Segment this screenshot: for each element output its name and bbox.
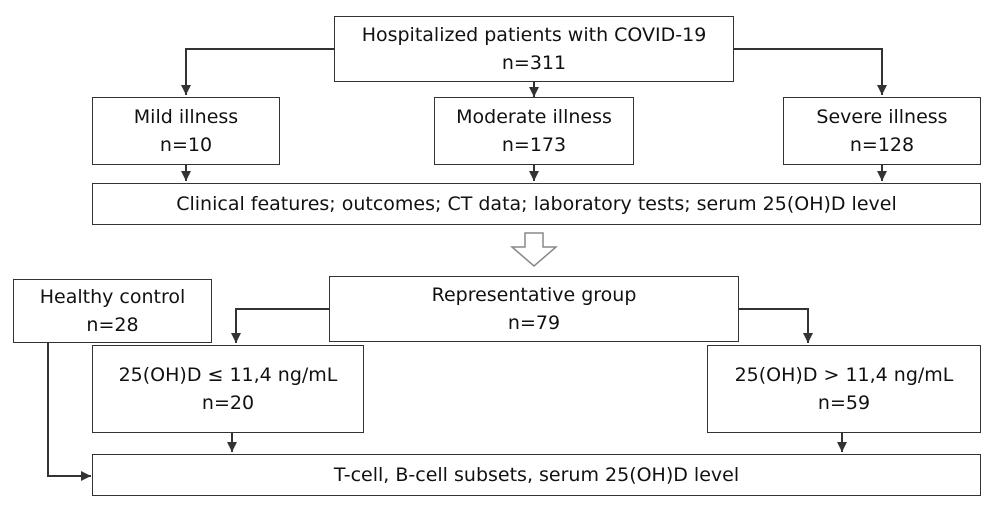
moderate-illness-label: Moderate illness xyxy=(456,106,612,128)
low-vitamin-d-label: 25(OH)D ≤ 11,4 ng/mL xyxy=(118,364,338,386)
clinical-features-label: Clinical features; outcomes; CT data; la… xyxy=(176,193,897,215)
arrow-hospitalized-to-mild xyxy=(181,48,334,95)
t-cell-b-cell-box: T-cell, B-cell subsets, serum 25(OH)D le… xyxy=(92,454,981,496)
t-cell-b-cell-label: T-cell, B-cell subsets, serum 25(OH)D le… xyxy=(333,464,740,486)
mild-illness-count: n=10 xyxy=(159,134,213,156)
arrow-representative-to-high-vitd xyxy=(739,308,813,343)
clinical-features-box: Clinical features; outcomes; CT data; la… xyxy=(92,183,981,225)
representative-group-label: Representative group xyxy=(431,284,637,306)
moderate-illness-count: n=173 xyxy=(501,134,567,156)
severe-illness-label: Severe illness xyxy=(816,106,948,128)
hospitalized-label: Hospitalized patients with COVID-19 xyxy=(361,24,707,46)
mild-illness-box: Mild illness n=10 xyxy=(92,97,280,165)
arrow-healthy-to-tcell xyxy=(47,343,91,481)
healthy-control-count: n=28 xyxy=(86,314,139,336)
high-vitamin-d-box: 25(OH)D > 11,4 ng/mL n=59 xyxy=(707,345,981,433)
hollow-down-arrow xyxy=(509,232,559,267)
severe-illness-count: n=128 xyxy=(849,134,915,156)
mild-illness-label: Mild illness xyxy=(133,106,239,128)
representative-group-box: Representative group n=79 xyxy=(329,276,739,342)
arrow-hospitalized-to-severe xyxy=(734,48,887,95)
low-vitamin-d-count: n=20 xyxy=(201,392,255,414)
healthy-control-box: Healthy control n=28 xyxy=(13,279,212,343)
hospitalized-count: n=311 xyxy=(501,52,567,74)
representative-group-count: n=79 xyxy=(507,312,561,334)
arrow-representative-to-low-vitd xyxy=(231,308,329,343)
high-vitamin-d-count: n=59 xyxy=(817,392,871,414)
low-vitamin-d-box: 25(OH)D ≤ 11,4 ng/mL n=20 xyxy=(92,345,364,433)
healthy-control-label: Healthy control xyxy=(39,286,186,308)
moderate-illness-box: Moderate illness n=173 xyxy=(434,97,634,165)
hospitalized-box: Hospitalized patients with COVID-19 n=31… xyxy=(334,16,734,82)
high-vitamin-d-label: 25(OH)D > 11,4 ng/mL xyxy=(734,364,954,386)
severe-illness-box: Severe illness n=128 xyxy=(783,97,981,165)
